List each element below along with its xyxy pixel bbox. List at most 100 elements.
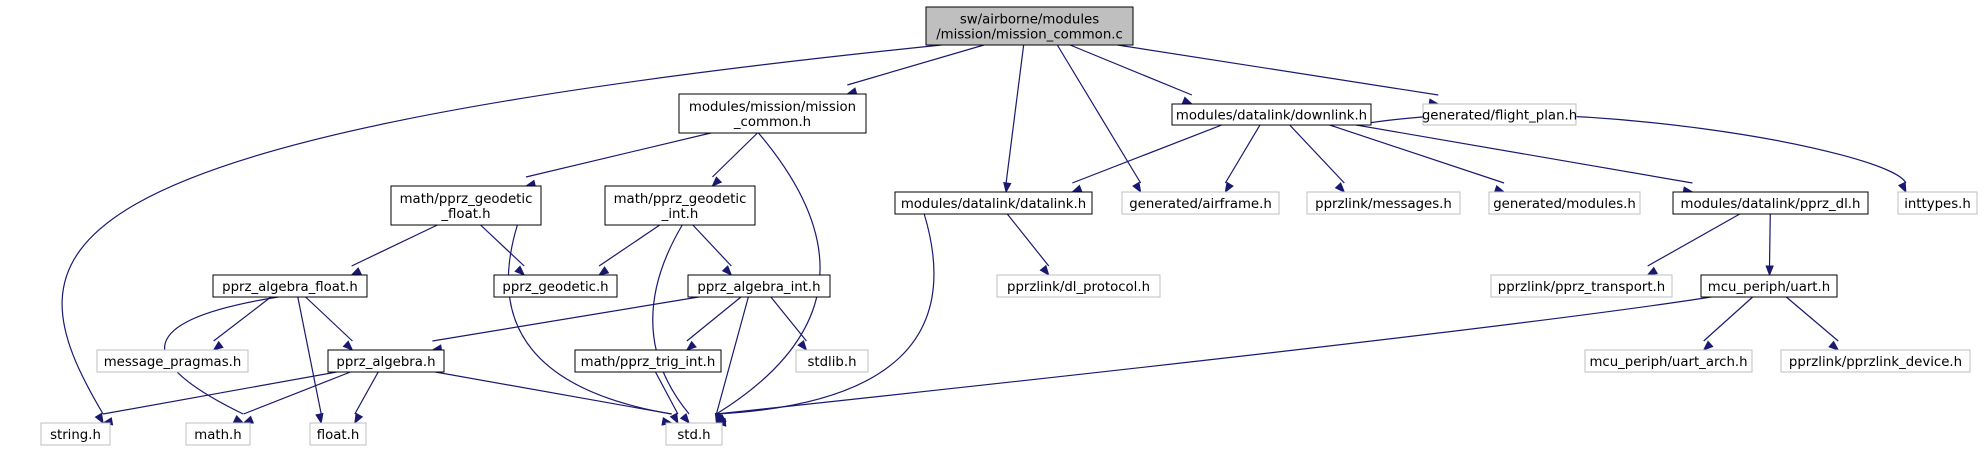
edge-line [1355, 124, 1693, 184]
node-box [1584, 349, 1753, 373]
node-modules-h: generated/modules.h [1488, 191, 1641, 215]
edge-pprz-dl-h-to-pprz-transport-h [1646, 213, 1741, 276]
edge-algebra-int-h-to-std-h [714, 296, 749, 425]
arrowhead [350, 267, 362, 276]
edge-line [1289, 124, 1345, 184]
node-box [493, 274, 618, 298]
edge-root-to-flight-plan-h [1117, 44, 1440, 107]
edge-line [61, 44, 942, 415]
edge-algebra-int-h-to-trig-int-h [685, 296, 742, 351]
node-box [687, 274, 831, 298]
edge-line [716, 296, 1712, 415]
edge-algebra-int-h-to-stdlib-h [770, 296, 808, 352]
node-label-line: std.h [677, 428, 710, 443]
node-label-line: modules/mission/mission [689, 100, 856, 115]
node-float-h: float.h [309, 422, 367, 446]
edge-algebra-float-h-to-message-pragmas-h [212, 296, 272, 351]
edge-line [711, 132, 758, 178]
edge-line [847, 44, 985, 86]
arrowhead [242, 415, 254, 424]
node-airframe-h: generated/airframe.h [1121, 191, 1280, 215]
node-root[interactable]: sw/airborne/modules/mission/mission_comm… [925, 6, 1134, 46]
file-nodes: sw/airborne/modules/mission/mission_comm… [40, 6, 1978, 446]
node-label-line: modules/datalink/downlink.h [1176, 109, 1367, 124]
arrowhead [711, 176, 723, 187]
node-datalink-h[interactable]: modules/datalink/datalink.h [894, 191, 1093, 215]
node-message-pragmas-h: message_pragmas.h [96, 349, 249, 373]
node-label-line: _common.h [733, 115, 811, 130]
node-label-line: math/pprz_geodetic [400, 192, 533, 207]
node-label-line: stdlib.h [807, 355, 856, 370]
edge-algebra-int-h-to-algebra-h [431, 296, 699, 353]
arrowhead [597, 266, 610, 276]
arrowhead [1003, 182, 1012, 194]
edge-line [1005, 44, 1025, 184]
node-uart-h[interactable]: mcu_periph/uart.h [1700, 274, 1838, 298]
node-label-line: mcu_periph/uart_arch.h [1589, 355, 1747, 370]
node-label-line: _int.h [661, 207, 699, 222]
edge-line [1768, 213, 1771, 267]
node-label-line: pprz_algebra_float.h [222, 280, 358, 295]
arrowhead [685, 340, 697, 351]
node-box [1780, 349, 1971, 373]
node-math-h: math.h [185, 422, 251, 446]
node-box [996, 274, 1161, 298]
edge-datalink-h-to-dl-protocol-h [1006, 213, 1050, 277]
edge-algebra-h-to-float-h [354, 371, 379, 425]
edge-line [243, 371, 351, 415]
edge-line [305, 296, 353, 342]
edge-line [1117, 44, 1439, 96]
node-label-line: generated/airframe.h [1129, 197, 1272, 212]
edge-geodetic-int-h-to-algebra-int-h [692, 224, 733, 277]
node-algebra-int-h[interactable]: pprz_algebra_int.h [687, 274, 831, 298]
edge-line [1069, 44, 1193, 96]
node-box [604, 185, 756, 226]
node-algebra-float-h[interactable]: pprz_algebra_float.h [212, 274, 368, 298]
arrowhead [721, 265, 733, 277]
node-pprz-dl-h[interactable]: modules/datalink/pprz_dl.h [1672, 191, 1869, 215]
node-box [185, 422, 251, 446]
node-std-h: std.h [665, 422, 723, 446]
node-algebra-h[interactable]: pprz_algebra.h [327, 349, 445, 373]
arrowhead [342, 340, 354, 351]
edge-algebra-float-h-to-algebra-h [305, 296, 354, 351]
node-geodetic-h[interactable]: pprz_geodetic.h [493, 274, 618, 298]
edge-algebra-h-to-std-h [435, 371, 673, 426]
edge-downlink-h-to-inttypes-h [1355, 113, 1907, 194]
edge-line [164, 296, 279, 415]
node-geodetic-float-h[interactable]: math/pprz_geodetic_float.h [390, 185, 542, 226]
arrowhead [514, 265, 526, 276]
arrowhead [315, 412, 324, 425]
edge-geodetic-int-h-to-std-h [652, 224, 690, 425]
node-box [1121, 191, 1280, 215]
node-flight-plan-h: generated/flight_plan.h [1422, 103, 1577, 126]
node-trig-int-h[interactable]: math/pprz_trig_int.h [574, 349, 722, 373]
edge-line [1703, 296, 1754, 342]
node-label-line: inttypes.h [1904, 197, 1971, 212]
edge-geodetic-float-h-to-geodetic-h [480, 224, 526, 276]
node-pprzlink-device-h: pprzlink/pprzlink_device.h [1780, 349, 1971, 373]
edge-trig-int-h-to-std-h [654, 371, 679, 425]
edge-line [297, 296, 322, 415]
node-label-line: _float.h [440, 207, 490, 222]
node-label-line: generated/flight_plan.h [1422, 109, 1577, 124]
node-mission-common-h[interactable]: modules/mission/mission_common.h [678, 93, 867, 134]
arrowhead [1334, 182, 1346, 194]
node-geodetic-int-h[interactable]: math/pprz_geodetic_int.h [604, 185, 756, 226]
edge-line [525, 132, 712, 178]
arrowhead [1646, 266, 1659, 276]
edge-line [686, 296, 742, 342]
node-downlink-h[interactable]: modules/datalink/downlink.h [1171, 103, 1372, 126]
node-string-h: string.h [40, 422, 111, 446]
arrowhead [1132, 181, 1142, 194]
edge-pprz-dl-h-to-uart-h [1765, 213, 1774, 277]
node-label-line: pprz_geodetic.h [502, 280, 608, 295]
edge-root-to-string-h [61, 44, 942, 425]
edge-geodetic-float-h-to-algebra-float-h [350, 224, 438, 276]
edge-algebra-h-to-string-h [101, 371, 337, 426]
node-label-line: math.h [194, 428, 241, 443]
edge-downlink-h-to-airframe-h [1224, 124, 1261, 194]
node-box [894, 191, 1093, 215]
edge-line [1329, 124, 1505, 184]
